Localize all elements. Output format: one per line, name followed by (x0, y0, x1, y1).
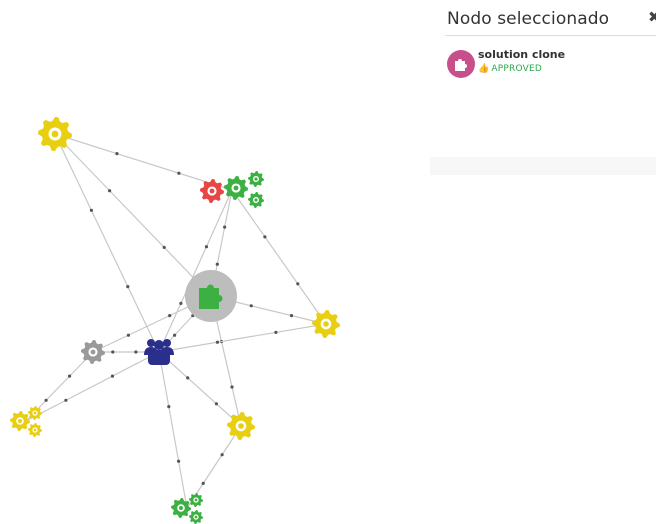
edge-marker (162, 245, 166, 249)
gears-icon[interactable] (200, 171, 264, 208)
users-icon[interactable] (144, 339, 174, 365)
edge-marker (201, 481, 205, 485)
graph-edge (158, 351, 188, 509)
thumbs-up-icon: 👍 (478, 64, 490, 74)
edge-marker (177, 171, 181, 175)
graph-edge (54, 133, 212, 297)
edge-marker (289, 314, 294, 318)
panel-footer-bar (430, 157, 656, 175)
edge-marker (126, 333, 130, 337)
edge-marker (215, 340, 220, 344)
graph-edge (158, 351, 242, 427)
gears-icon[interactable] (10, 406, 42, 437)
edge-marker (214, 402, 218, 406)
edge-marker (215, 262, 219, 266)
status-text: APPROVED (491, 64, 542, 74)
edge-marker (204, 245, 209, 249)
gear-icon[interactable] (189, 510, 203, 524)
edge-marker (44, 398, 48, 402)
edge-marker (89, 208, 93, 212)
edge-marker (230, 385, 234, 389)
selected-node-card[interactable]: solution clone 👍APPROVED (447, 47, 647, 78)
gear-icon[interactable] (189, 493, 203, 507)
edges-layer (25, 133, 327, 509)
gears-icon[interactable] (171, 493, 203, 524)
edge-marker (220, 453, 224, 457)
graph-edge (25, 351, 160, 422)
edge-marker (263, 235, 267, 239)
edge-marker (177, 459, 181, 463)
selected-node-panel: Nodo seleccionado ✖ solution clone 👍APPR… (430, 0, 656, 180)
gear-icon[interactable] (171, 498, 191, 518)
edge-marker (274, 330, 278, 334)
edge-marker (168, 314, 172, 318)
nodes-layer (10, 117, 340, 524)
gear-icon[interactable] (227, 412, 255, 440)
node-name: solution clone (478, 48, 566, 61)
status-badge: 👍APPROVED (478, 64, 542, 74)
edge-marker (223, 225, 227, 229)
close-icon[interactable]: ✖ (648, 8, 656, 26)
edge-marker (249, 304, 253, 308)
puzzle-icon (455, 59, 467, 71)
gear-icon[interactable] (248, 171, 264, 187)
dependency-graph[interactable] (0, 0, 430, 524)
puzzle-icon[interactable] (185, 270, 237, 322)
graph-edge (54, 133, 160, 353)
edge-marker (179, 301, 183, 305)
edge-marker (167, 405, 171, 409)
edge-marker (108, 189, 112, 193)
gear-icon[interactable] (81, 340, 105, 364)
gear-icon[interactable] (248, 192, 264, 208)
graph-edge (54, 133, 233, 191)
node-avatar (447, 50, 475, 78)
gear-icon[interactable] (312, 310, 340, 338)
edge-marker (67, 374, 72, 378)
gear-icon[interactable] (28, 406, 42, 420)
edge-marker (186, 376, 190, 380)
edge-marker (110, 374, 115, 378)
edge-marker (111, 350, 115, 354)
edge-marker (296, 282, 300, 286)
graph-edge (158, 189, 233, 353)
edge-marker (64, 398, 68, 402)
edge-marker (126, 285, 130, 289)
graph-edge (158, 323, 327, 353)
gear-icon[interactable] (224, 176, 248, 200)
edge-marker (173, 333, 177, 337)
divider (445, 35, 656, 36)
gear-icon[interactable] (28, 423, 42, 437)
gear-icon[interactable] (200, 179, 224, 203)
gear-icon[interactable] (10, 411, 30, 431)
graph-edge (231, 189, 327, 325)
gear-icon[interactable] (38, 117, 72, 151)
panel-title: Nodo seleccionado (447, 9, 610, 29)
edge-marker (134, 350, 138, 354)
edge-marker (115, 152, 119, 156)
